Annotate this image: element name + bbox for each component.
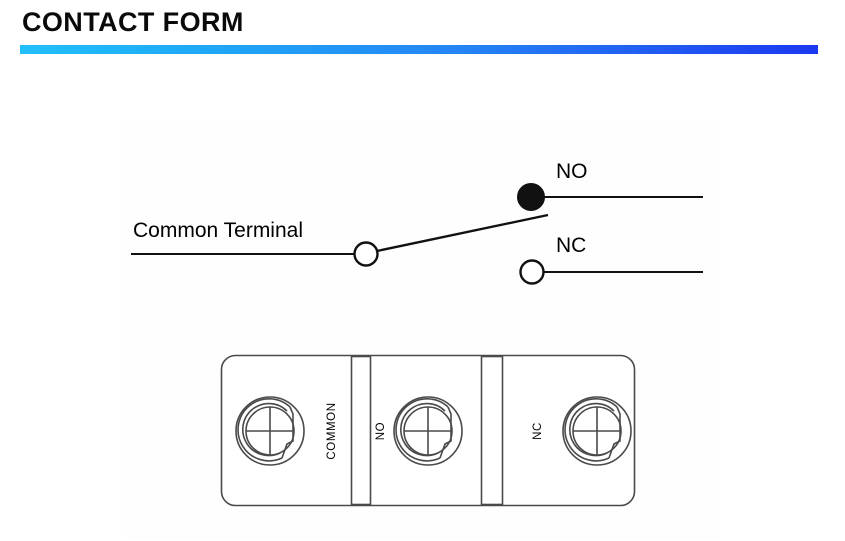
terminal-divider-2 (480, 355, 504, 506)
common-terminal-node-icon (353, 241, 379, 267)
nc-label: NC (556, 234, 586, 257)
switch-schematic: Common Terminal NO NC (131, 160, 703, 285)
common-terminal-label: Common Terminal (133, 219, 303, 242)
terminal-block: COMMON NO NC (220, 354, 636, 507)
nc-terminal-node-icon (519, 259, 545, 285)
terminal-label-no: NO (375, 422, 387, 440)
terminal-label-common: COMMON (326, 402, 338, 459)
no-terminal-node-icon (517, 183, 545, 211)
contact-form-diagram: Common Terminal NO NC COMMON (0, 60, 845, 541)
screw-terminal-nc-icon (562, 396, 632, 466)
screw-terminal-no-icon (393, 396, 463, 466)
screw-terminal-common-icon (235, 396, 305, 466)
terminal-label-nc: NC (532, 422, 544, 440)
title-gradient-rule (20, 45, 818, 54)
no-label: NO (556, 160, 588, 183)
terminal-divider-1 (350, 355, 372, 506)
page-title: CONTACT FORM (22, 7, 244, 37)
switch-arm-line (376, 213, 549, 253)
